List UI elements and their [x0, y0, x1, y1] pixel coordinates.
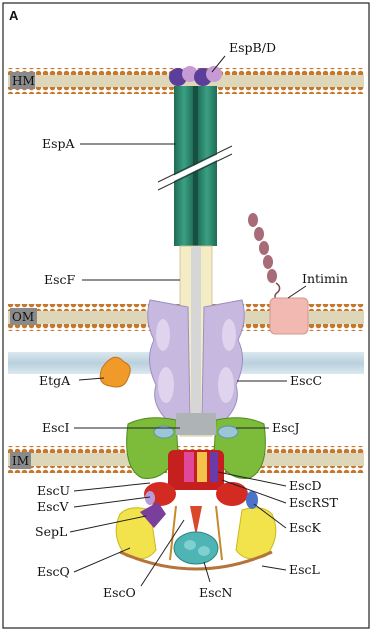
- escj-label: EscJ: [272, 420, 300, 435]
- sepl-label: SepL: [35, 524, 67, 539]
- escd-label: EscD: [289, 478, 322, 493]
- escn-atpase: [174, 532, 218, 564]
- esck-label: EscK: [289, 520, 322, 535]
- escu-label: EscU: [37, 483, 70, 498]
- esco-label: EscO: [103, 585, 136, 600]
- escrst-label: EscRST: [289, 495, 339, 510]
- escv-label: EscV: [37, 499, 70, 514]
- espbd-label: EspB/D: [229, 40, 276, 55]
- escf-label: EscF: [44, 272, 76, 287]
- panel-label: A: [9, 8, 19, 23]
- intimin-label: Intimin: [302, 271, 348, 286]
- escn-label: EscN: [199, 585, 233, 600]
- esci-label: EscI: [42, 420, 70, 435]
- hm-label: HM: [12, 74, 35, 88]
- escl-label: EscL: [289, 562, 320, 577]
- escq-label: EscQ: [37, 564, 70, 579]
- espa-label: EspA: [42, 136, 76, 151]
- im-label: IM: [12, 454, 29, 468]
- etga-label: EtgA: [39, 373, 71, 388]
- escc-label: EscC: [290, 373, 322, 388]
- esci-rod: [176, 413, 216, 435]
- om-label: OM: [12, 310, 34, 324]
